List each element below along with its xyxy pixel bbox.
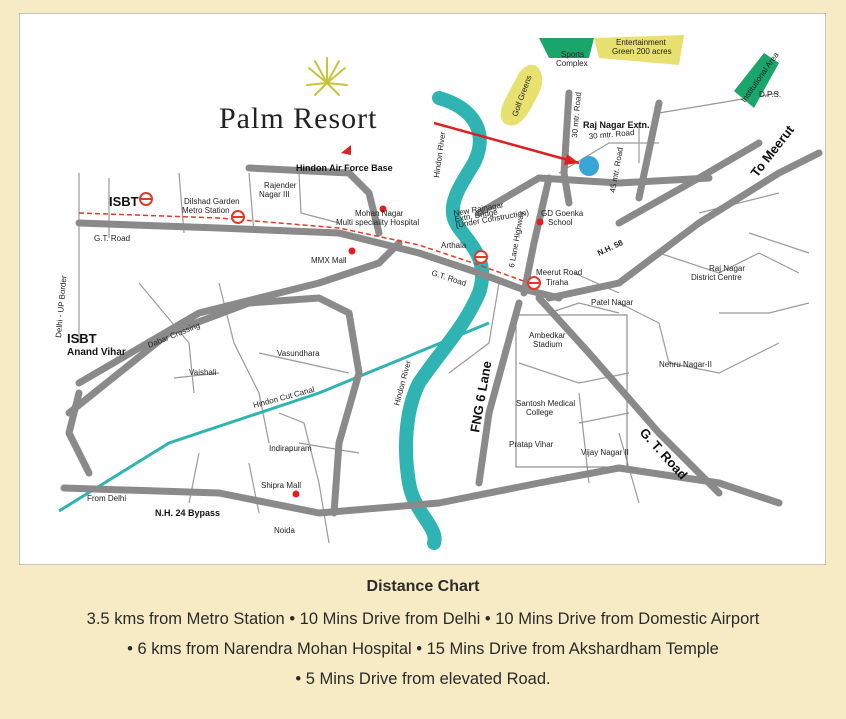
palm-logo-icon bbox=[306, 57, 348, 96]
distance-chart: Distance Chart 3.5 kms from Metro Statio… bbox=[0, 578, 846, 700]
dilshad-l1: Dilshad Garden bbox=[184, 197, 240, 206]
from-delhi-label: From Delhi bbox=[87, 494, 126, 503]
hindon-cut-canal bbox=[58, 321, 490, 513]
mohan-nagar-dot bbox=[379, 205, 387, 213]
nh24-label: N.H. 24 Bypass bbox=[155, 508, 220, 518]
gt-road bbox=[75, 219, 563, 302]
vijay-nagar-label: Vijay Nagar II bbox=[581, 448, 629, 457]
airforce-flag-icon bbox=[341, 145, 351, 155]
vaishali-road bbox=[75, 239, 403, 387]
ambedkar-l1: Ambedkar bbox=[529, 331, 566, 340]
sports-l2: Complex bbox=[556, 59, 588, 68]
mohan-nagar-l2: Multi speciality Hospital bbox=[336, 218, 419, 227]
distance-line-1: 3.5 kms from Metro Station • 10 Mins Dri… bbox=[86, 610, 760, 628]
raj-nagar-dc-l1: Raj Nagar bbox=[709, 264, 745, 273]
metro-line bbox=[78, 212, 530, 284]
distance-line-3: • 5 Mins Drive from elevated Road. bbox=[295, 670, 551, 688]
mmx-label: MMX Mall bbox=[311, 256, 347, 265]
golf-greens bbox=[500, 64, 543, 126]
gd-goenka-dot bbox=[536, 218, 544, 226]
hindon-river bbox=[399, 91, 490, 550]
resort-pointer-arrow bbox=[433, 121, 580, 165]
pratap-vihar-label: Pratap Vihar bbox=[509, 440, 554, 449]
isbt-av-l2: Anand Vihar bbox=[67, 347, 126, 358]
nh24 bbox=[60, 464, 783, 517]
arthala-label: Arthala bbox=[441, 241, 467, 250]
sports-green bbox=[539, 38, 594, 58]
ambedkar-block bbox=[515, 314, 628, 468]
sports-l1: Sports bbox=[561, 50, 584, 59]
gd-goenka-l1: GD Goenka bbox=[541, 209, 584, 218]
indirapuram-road bbox=[65, 294, 363, 517]
isbt-av-l1: ISBT bbox=[67, 331, 97, 346]
isbt-label: ISBT bbox=[109, 194, 139, 209]
indirapuram-label: Indirapuram bbox=[269, 444, 312, 453]
west-loop bbox=[65, 389, 93, 477]
map-canvas: Palm Resort G.T. Road G.T. Road G. T. Ro… bbox=[19, 13, 826, 565]
raj-nagar-extn-label: Raj Nagar Extn. bbox=[583, 120, 650, 130]
entertainment-l1: Entertainment bbox=[616, 38, 667, 47]
dilshad-l2: Metro Station bbox=[182, 206, 230, 215]
mohan-nagar-l1: Mohan Nagar bbox=[355, 209, 404, 218]
distance-line-2: • 6 kms from Narendra Mohan Hospital • 1… bbox=[127, 640, 719, 658]
nh58 bbox=[545, 149, 823, 302]
brand-name: Palm Resort bbox=[219, 102, 378, 135]
location-map: Palm Resort G.T. Road G.T. Road G. T. Ro… bbox=[19, 13, 826, 565]
gt-road-east bbox=[535, 294, 723, 497]
north-road bbox=[245, 164, 383, 237]
dps-label: D.P.S. bbox=[759, 90, 781, 99]
entertainment-l2: Green 200 acres bbox=[612, 47, 672, 56]
shipra-label: Shipra Mall bbox=[261, 481, 301, 490]
poi-dots bbox=[292, 205, 544, 498]
map-frame bbox=[19, 13, 826, 565]
gd-goenka-l2: School bbox=[548, 218, 573, 227]
raj-nagar-dc-l2: District Centre bbox=[691, 273, 742, 282]
arrow-head-icon bbox=[564, 154, 579, 165]
santosh-l2: College bbox=[526, 408, 554, 417]
rajender-l2: Nagar III bbox=[259, 190, 290, 199]
meerut-road-l1: Meerut Road bbox=[536, 268, 582, 277]
santosh-l1: Santosh Medical bbox=[516, 399, 575, 408]
raj-nagar-extn-road bbox=[560, 89, 573, 207]
six-lane-hwy bbox=[520, 174, 553, 297]
institutional-area bbox=[734, 53, 779, 108]
gt-road-west-label: G.T. Road bbox=[94, 234, 130, 243]
nehru-nagar-label: Nehru Nagar-II bbox=[659, 360, 712, 369]
six-lane-top bbox=[475, 174, 713, 217]
fng-lane bbox=[475, 299, 523, 487]
road-30-label: 30 mtr. Road bbox=[570, 92, 583, 138]
mmx-dot bbox=[348, 247, 356, 255]
shipra-dot bbox=[292, 490, 300, 498]
rajender-l1: Rajender bbox=[264, 181, 297, 190]
resort-marker bbox=[579, 156, 599, 176]
meerut-road-l2: Tiraha bbox=[546, 278, 569, 287]
major-roads bbox=[60, 89, 823, 517]
road-30b-label: 30 mtr. Road bbox=[588, 128, 634, 141]
distance-chart-title: Distance Chart bbox=[366, 578, 480, 595]
hindon-afb-label: Hindon Air Force Base bbox=[296, 163, 393, 173]
vasundhara-label: Vasundhara bbox=[277, 349, 320, 358]
extn-east bbox=[635, 99, 663, 202]
patel-nagar-label: Patel Nagar bbox=[591, 298, 634, 307]
noida-label: Noida bbox=[274, 526, 295, 535]
vaishali-label: Vaishali bbox=[189, 368, 217, 377]
metro-icons bbox=[139, 192, 541, 290]
entertainment-green bbox=[594, 35, 684, 65]
ambedkar-l2: Stadium bbox=[533, 340, 563, 349]
